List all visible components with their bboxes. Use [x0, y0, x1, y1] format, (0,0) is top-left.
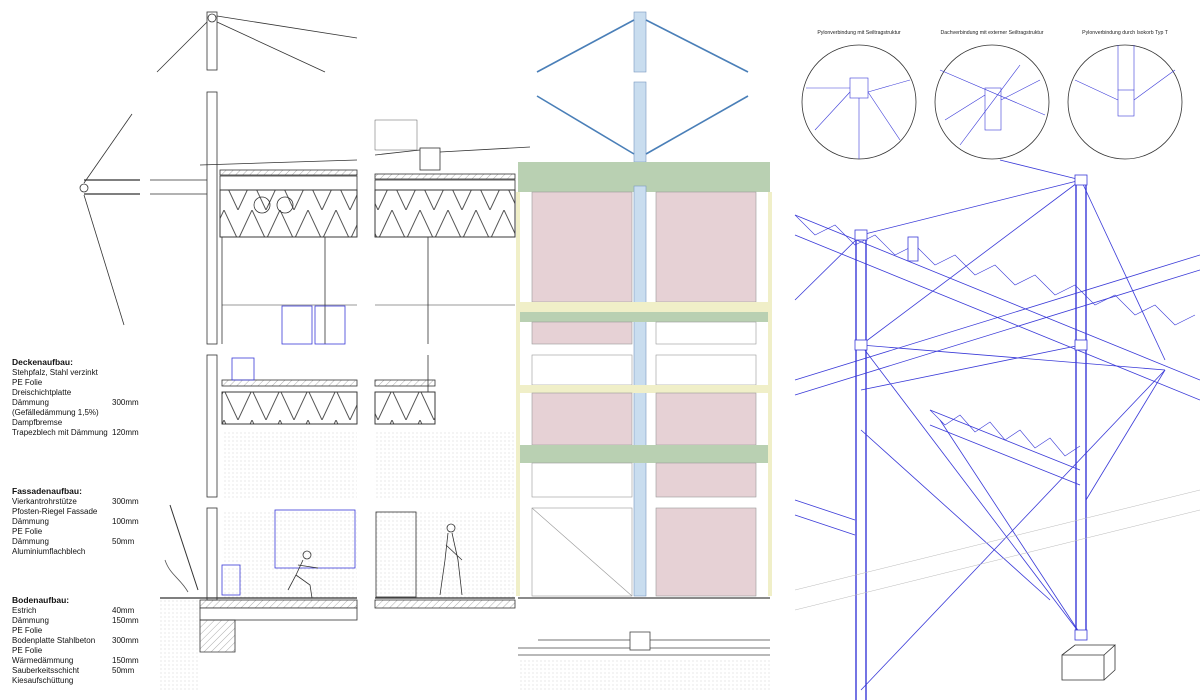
layer-title-fassadenaufbau: Fassadenaufbau:: [12, 486, 82, 496]
detail-caption-1: Pylonverbindung mit Seiltragstruktur: [817, 30, 901, 36]
layer-title-bodenaufbau: Bodenaufbau:: [12, 595, 70, 605]
ground-floor-left: [160, 430, 516, 690]
detail-circle-2: [934, 44, 1050, 160]
facade-mast: [536, 11, 749, 163]
roof-truss-left: [150, 159, 358, 345]
axonometric-structure: [794, 159, 1200, 700]
facade-plan-detail: [518, 631, 770, 690]
detail-caption-3: Pylonverbindung durch Isokorb Typ T: [1082, 30, 1168, 36]
facade-elevation: [516, 11, 772, 690]
detail-circle-3: [1067, 44, 1183, 160]
cable-mast-left: [79, 113, 140, 326]
roof-truss-right: [374, 119, 531, 344]
layer-title-deckenaufbau: Deckenaufbau:: [12, 357, 73, 367]
floor-truss-middle: [221, 355, 436, 425]
section-drawing: [79, 11, 531, 690]
detail-circle-1: [801, 44, 917, 160]
detail-caption-2: Dachverbindung mit externer Seiltragstru…: [940, 30, 1044, 36]
detail-circles: [801, 44, 1183, 160]
main-column: [156, 11, 358, 601]
